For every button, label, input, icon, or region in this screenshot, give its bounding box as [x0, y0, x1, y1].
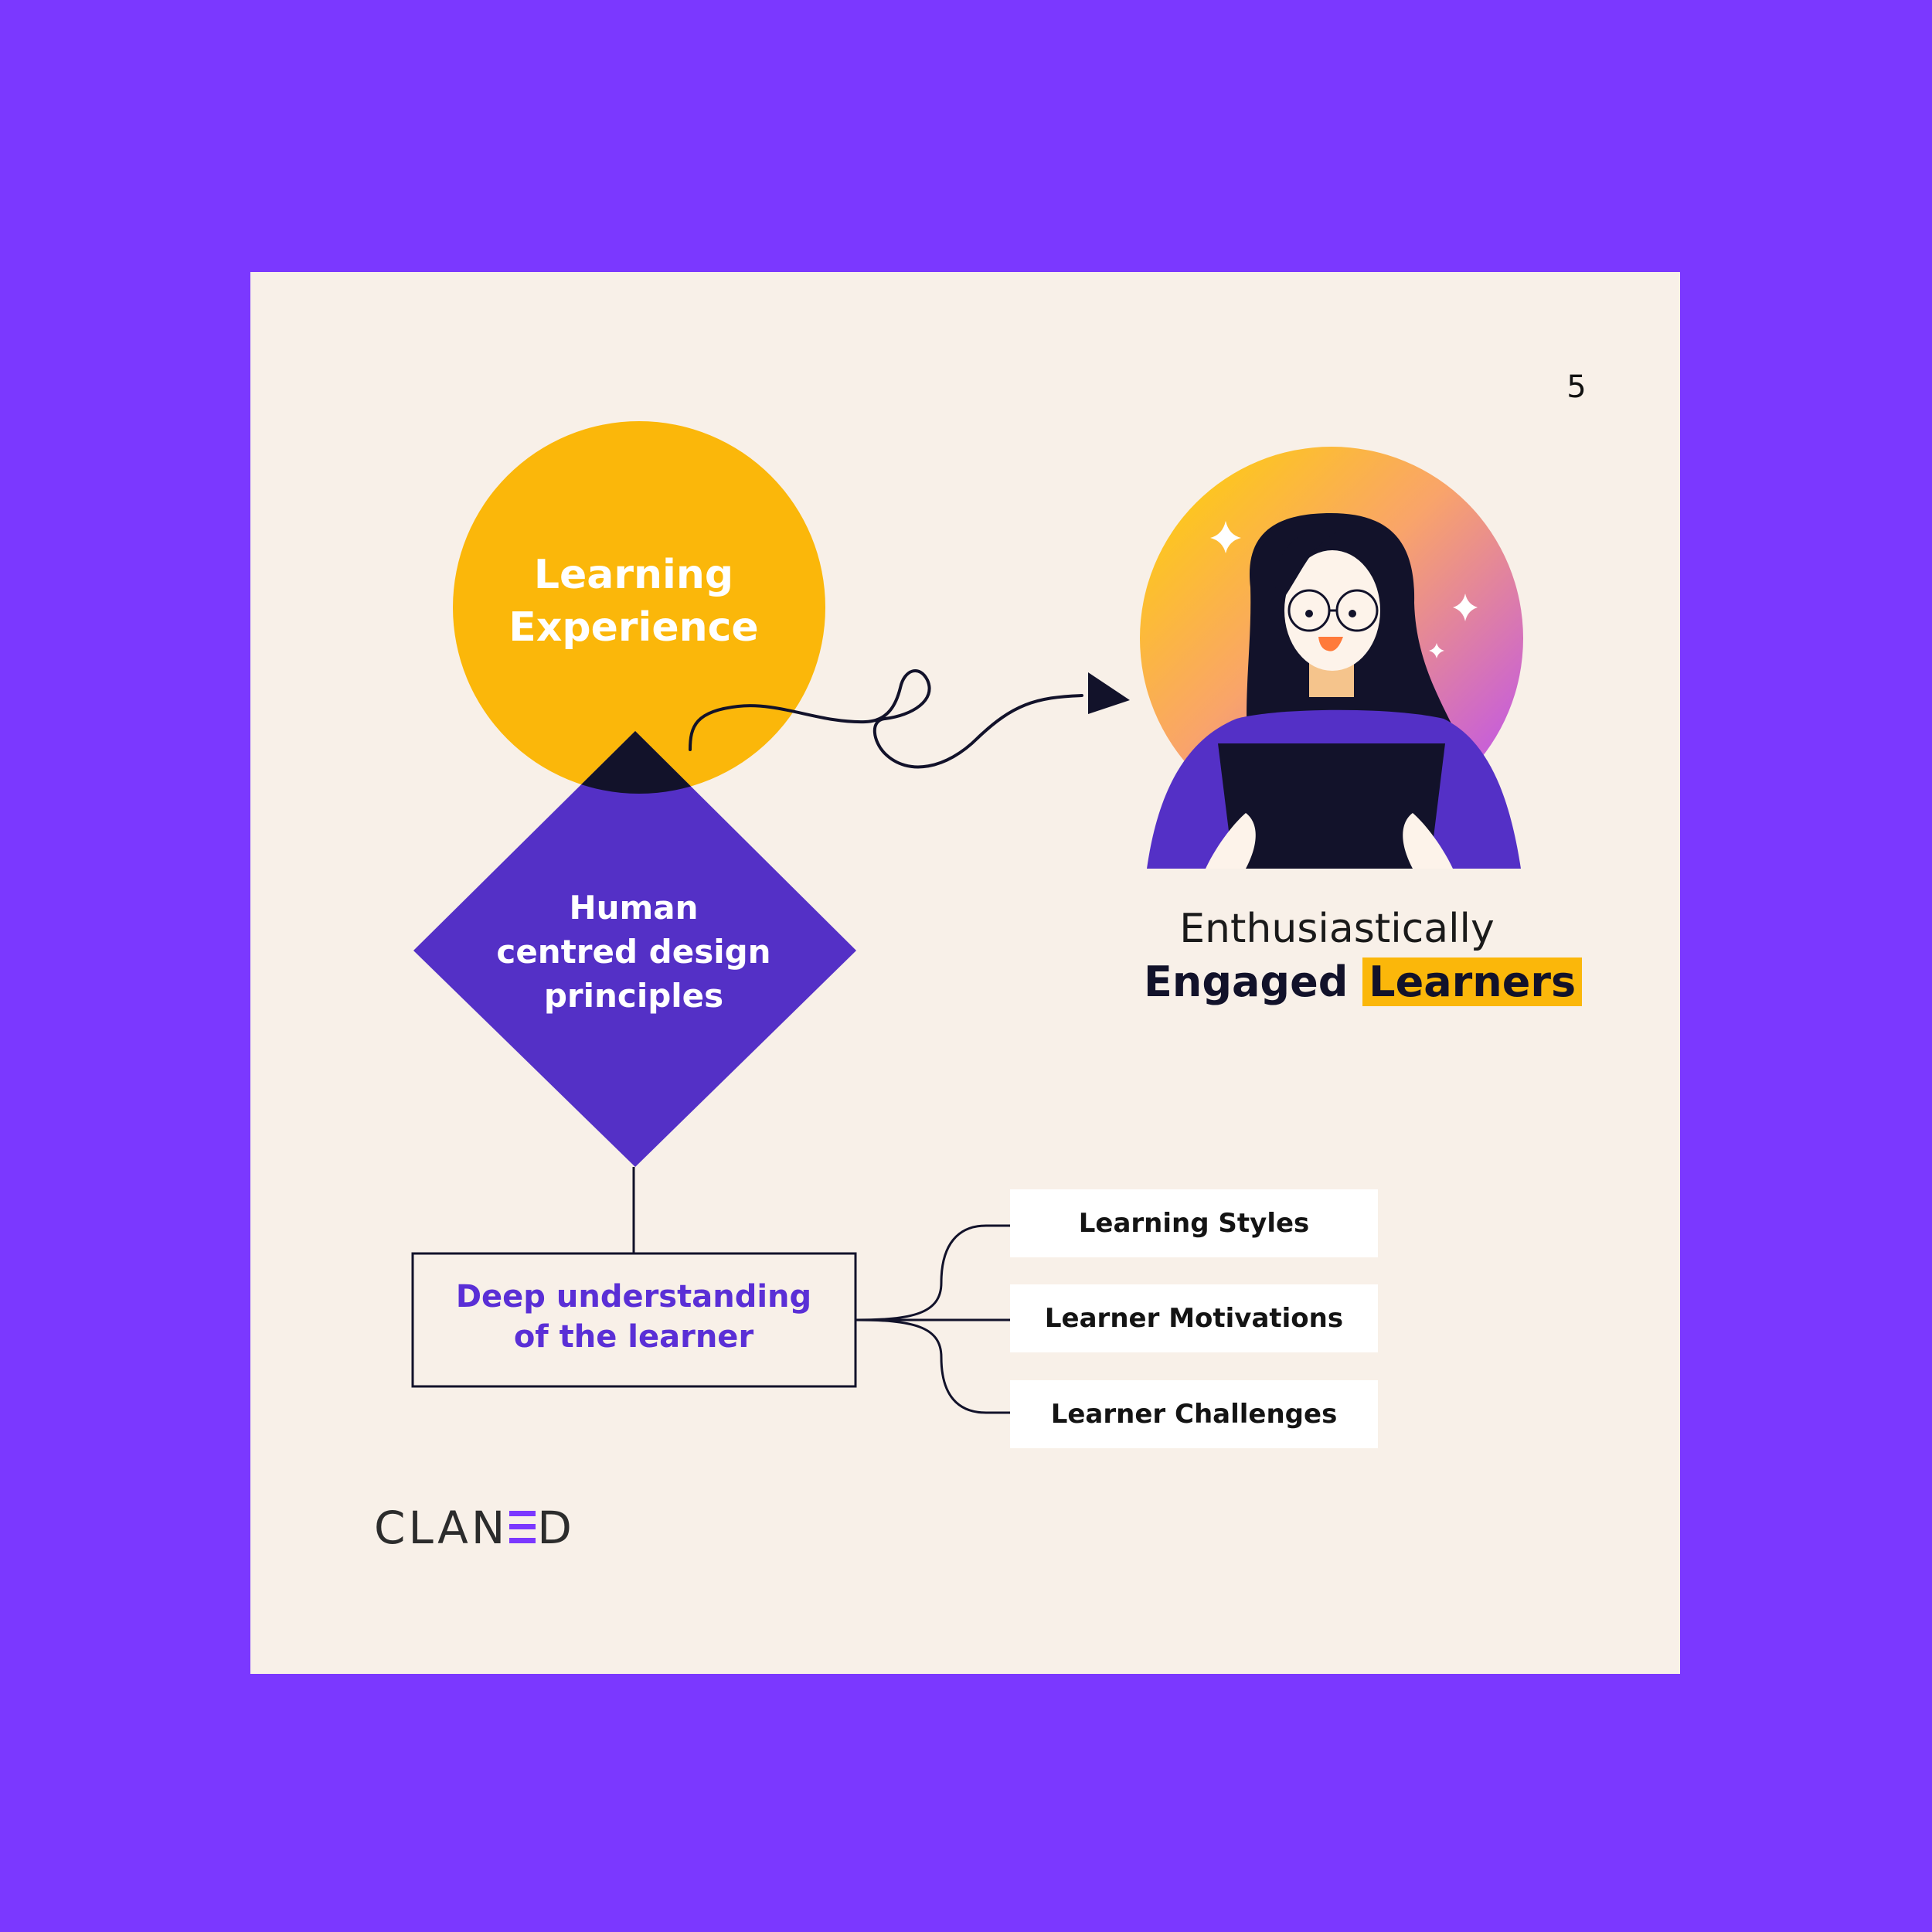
- page-number: 5: [1566, 369, 1587, 405]
- human-centred-label: Human centred design principles: [471, 886, 796, 1018]
- curly-arrow-icon: [689, 669, 1130, 769]
- logo-text-before: CLAN: [374, 1502, 509, 1554]
- deep-understanding-line1: Deep understanding: [455, 1279, 812, 1315]
- sparkle-icon: [1429, 643, 1444, 658]
- branch-learning-styles: Learning Styles: [1010, 1189, 1378, 1257]
- sparkle-icon: [1453, 594, 1478, 621]
- logo-e-mark-icon: [509, 1511, 536, 1543]
- learning-experience-circle: [453, 421, 825, 794]
- branch-learner-challenges: Learner Challenges: [1010, 1380, 1378, 1448]
- human-centred-line1: Human: [569, 889, 699, 927]
- outcome-engaged: Engaged: [1144, 957, 1349, 1006]
- claned-logo: CLAN D: [374, 1504, 590, 1552]
- outcome-learners-highlight: Learners: [1362, 957, 1583, 1006]
- learning-experience-line1: Learning: [533, 552, 734, 598]
- human-centred-diamond: [413, 731, 856, 1167]
- logo-text-after: D: [537, 1502, 575, 1554]
- human-centred-line2: centred design: [496, 933, 771, 971]
- outcome-line2: Engaged Learners: [1144, 957, 1583, 1006]
- outcome-line1: Enthusiastically: [1179, 906, 1495, 952]
- person-with-tablet-illustration: [1140, 447, 1523, 869]
- branch-connectors: [855, 1224, 1010, 1414]
- branch-learner-motivations: Learner Motivations: [1010, 1284, 1378, 1352]
- learning-experience-label: Learning Experience: [448, 549, 819, 654]
- human-centred-line3: principles: [543, 977, 724, 1015]
- deep-understanding-line2: of the learner: [513, 1319, 754, 1355]
- learning-experience-line2: Experience: [509, 604, 759, 651]
- deep-understanding-label: Deep understanding of the learner: [417, 1277, 850, 1357]
- sparkle-icon: [1210, 521, 1241, 553]
